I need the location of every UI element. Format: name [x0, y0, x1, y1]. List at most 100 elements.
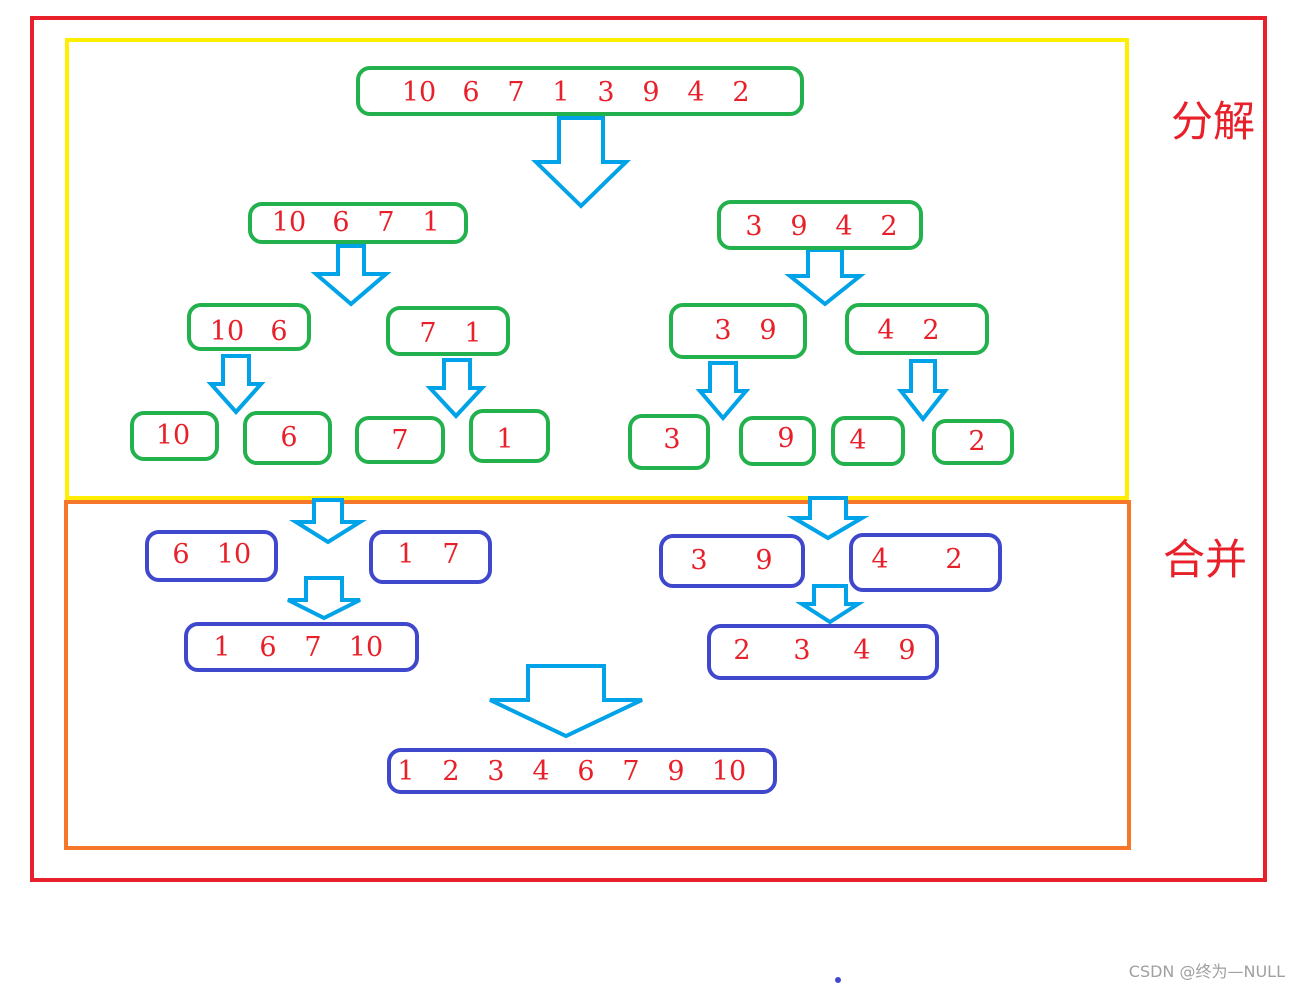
down-arrow-icon — [795, 584, 865, 625]
array-box-outline — [184, 622, 419, 672]
array-value: 6 — [280, 422, 297, 453]
arrow-group — [206, 116, 950, 739]
array-value: 3 — [597, 77, 614, 108]
array-box-outline — [187, 303, 311, 351]
array-box-outline — [669, 303, 807, 359]
array-value: 10 — [402, 77, 436, 108]
array-box-outline — [387, 748, 777, 794]
array-value: 7 — [507, 77, 524, 108]
split-phase-label: 分解 — [1171, 97, 1255, 146]
merge-phase-frame — [64, 500, 1131, 850]
array-value: 3 — [663, 424, 680, 455]
array-value: 3 — [745, 211, 762, 242]
array-value: 1 — [213, 632, 230, 663]
array-box-outline — [386, 306, 510, 356]
array-value: 4 — [877, 315, 894, 346]
array-value: 1 — [464, 318, 481, 349]
array-box-outline — [628, 414, 710, 470]
array-box-outline — [248, 202, 468, 244]
array-value: 3 — [690, 545, 707, 576]
array-box-l3-a: 10 — [130, 411, 219, 461]
array-box-outline — [707, 624, 939, 680]
watermark-text: CSDN @终为—NULL — [1128, 962, 1285, 981]
down-arrow-icon — [531, 116, 631, 209]
array-value: 10 — [272, 207, 306, 238]
array-box-l3-c: 7 — [355, 416, 445, 464]
array-value: 2 — [968, 426, 985, 457]
down-arrow-icon — [695, 361, 751, 422]
array-value: 7 — [622, 756, 639, 787]
array-value: 3 — [793, 635, 810, 666]
array-box-outline — [717, 200, 923, 250]
array-box-l3-h: 2 — [932, 419, 1014, 465]
array-value: 7 — [442, 539, 459, 570]
array-box-l3-e: 3 — [628, 414, 710, 470]
array-box-outline — [469, 409, 550, 463]
array-value: 2 — [922, 315, 939, 346]
array-value: 3 — [487, 756, 504, 787]
stray-dot — [835, 977, 841, 983]
outer-frame — [30, 16, 1267, 882]
array-value: 4 — [871, 544, 888, 575]
array-value: 10 — [210, 316, 244, 347]
merge-phase-label: 合并 — [1163, 535, 1247, 584]
array-box-outline — [932, 419, 1014, 465]
array-value: 7 — [419, 318, 436, 349]
down-arrow-icon — [287, 576, 361, 621]
array-value: 3 — [714, 315, 731, 346]
array-value: 2 — [733, 635, 750, 666]
array-value: 9 — [898, 635, 915, 666]
array-box-outline — [369, 530, 492, 584]
array-value: 9 — [777, 423, 794, 454]
array-value: 4 — [849, 425, 866, 456]
array-value: 1 — [496, 424, 513, 455]
array-box-l3-g: 4 — [831, 416, 905, 466]
down-arrow-icon — [784, 248, 866, 307]
array-box-l3-d: 1 — [469, 409, 550, 463]
array-value: 2 — [442, 756, 459, 787]
array-value: 4 — [532, 756, 549, 787]
array-value: 4 — [687, 77, 704, 108]
array-value: 10 — [156, 420, 190, 451]
array-value: 9 — [759, 315, 776, 346]
array-value: 1 — [397, 539, 414, 570]
down-arrow-icon — [206, 354, 266, 416]
array-value: 2 — [880, 211, 897, 242]
array-value: 9 — [755, 545, 772, 576]
array-value: 6 — [462, 77, 479, 108]
array-value: 10 — [712, 756, 746, 787]
array-box-outline — [243, 411, 332, 465]
array-value: 6 — [332, 207, 349, 238]
down-arrow-icon — [489, 664, 643, 739]
array-box-outline — [355, 416, 445, 464]
array-box-outline — [356, 66, 804, 116]
array-box-outline — [739, 416, 816, 466]
array-value: 1 — [397, 756, 414, 787]
array-value: 6 — [172, 539, 189, 570]
array-value: 7 — [377, 207, 394, 238]
split-phase-frame — [65, 38, 1129, 500]
down-arrow-icon — [786, 496, 870, 541]
array-value: 9 — [667, 756, 684, 787]
array-value: 7 — [391, 425, 408, 456]
array-value: 4 — [853, 635, 870, 666]
array-value: 1 — [422, 207, 439, 238]
array-box-outline — [145, 530, 278, 582]
array-box-outline — [845, 303, 989, 355]
array-value: 4 — [835, 211, 852, 242]
array-value: 2 — [945, 544, 962, 575]
